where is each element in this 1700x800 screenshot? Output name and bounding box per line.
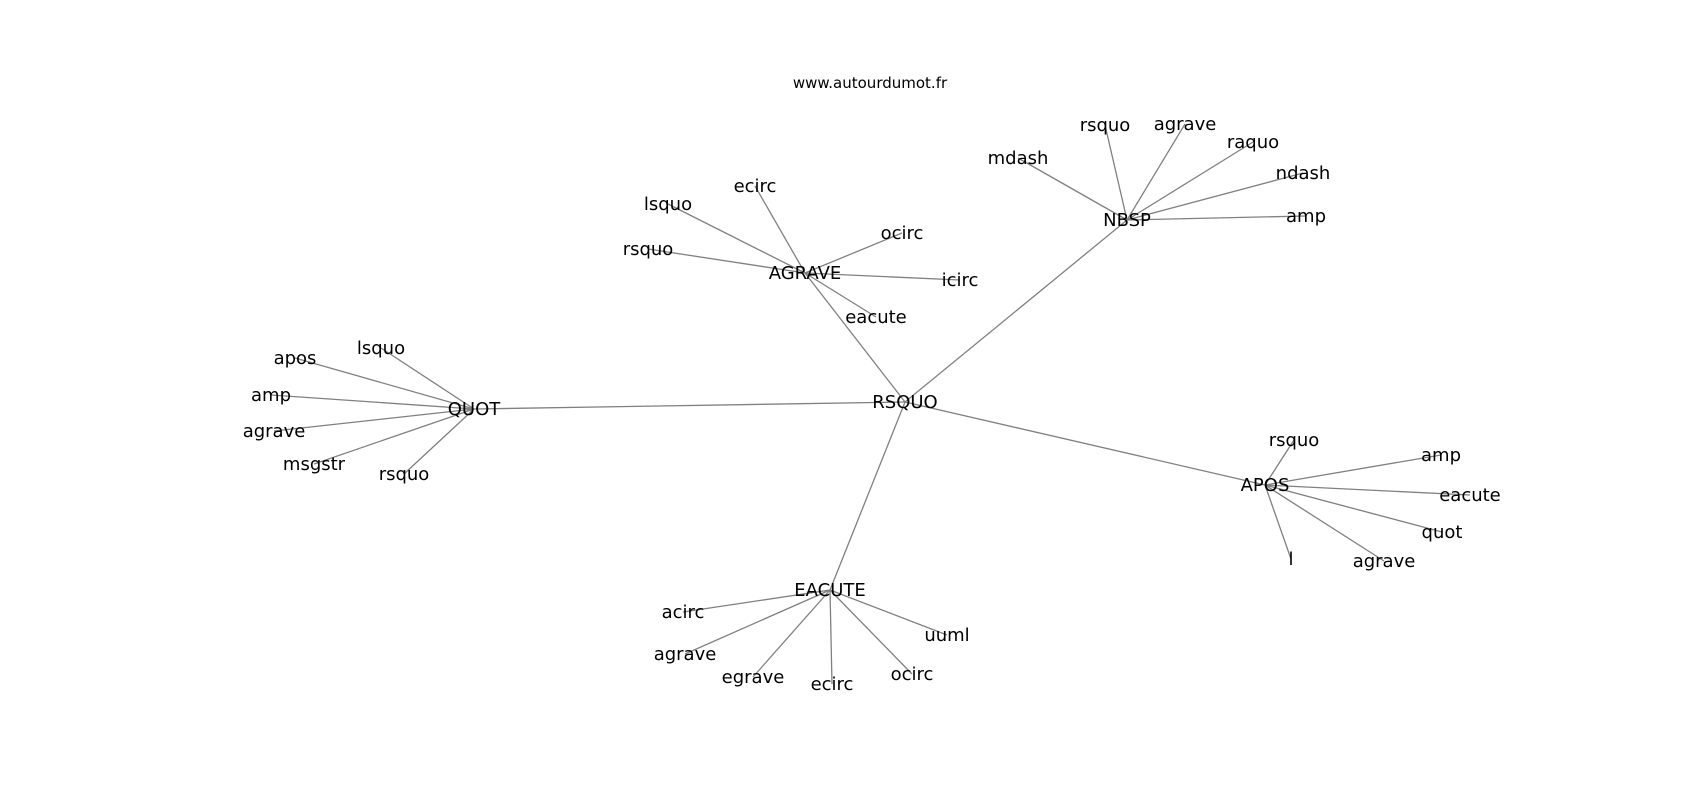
node-leaf-rsquo: rsquo — [379, 464, 430, 485]
edge-agrave-eacute — [804, 272, 877, 318]
node-leaf-agrave: agrave — [1154, 114, 1217, 135]
node-center-apos: APOS — [1241, 475, 1290, 496]
node-leaf-raquo: raquo — [1227, 132, 1279, 153]
edge-eacute-agrave — [684, 589, 831, 655]
node-center-eacute: EACUTE — [794, 580, 865, 601]
node-leaf-agrave: agrave — [1353, 551, 1416, 572]
node-leaf-rsquo: rsquo — [623, 239, 674, 260]
node-leaf-agrave: agrave — [243, 421, 306, 442]
edge-agrave-rsquo — [647, 248, 806, 274]
node-leaf-uuml: uuml — [924, 625, 969, 646]
edge-quot-agrave — [273, 408, 475, 432]
node-center-nbsp: NBSP — [1103, 210, 1151, 231]
edge-eacute-ocirc — [829, 589, 913, 675]
edge-nbsp-mdash — [1017, 157, 1128, 221]
edge-quot-amp — [270, 394, 475, 410]
edge-agrave-ocirc — [804, 232, 903, 274]
node-leaf-quot: quot — [1422, 522, 1463, 543]
node-leaf-ocirc: ocirc — [881, 223, 924, 244]
node-hub: RSQUO — [872, 392, 937, 413]
edge-hub-eacute — [829, 401, 906, 591]
node-leaf-agrave: agrave — [654, 644, 717, 665]
edge-apos-agrave — [1264, 484, 1385, 562]
edge-hub-quot — [473, 401, 906, 410]
node-leaf-mdash: mdash — [988, 148, 1049, 169]
edge-nbsp-ndash — [1126, 172, 1304, 221]
node-leaf-ndash: ndash — [1276, 163, 1331, 184]
edge-agrave-icirc — [804, 272, 961, 281]
edge-layer — [270, 123, 1471, 685]
node-leaf-icirc: icirc — [942, 270, 979, 291]
edge-quot-apos — [294, 357, 475, 410]
node-leaf-eacute: eacute — [1439, 485, 1501, 506]
edge-eacute-acirc — [682, 589, 831, 613]
edge-apos-amp — [1264, 454, 1442, 486]
node-center-agrave: AGRAVE — [769, 263, 842, 284]
node-center-quot: QUOT — [448, 399, 502, 420]
edge-hub-agrave — [804, 272, 906, 403]
node-leaf-lsquo: lsquo — [357, 338, 405, 359]
node-leaf-l: l — [1288, 549, 1293, 570]
edge-nbsp-agrave — [1126, 123, 1186, 221]
node-leaf-ecirc: ecirc — [811, 674, 854, 695]
edge-agrave-ecirc — [754, 185, 806, 274]
node-leaf-apos: apos — [274, 348, 317, 369]
edge-quot-lsquo — [380, 347, 475, 410]
edge-quot-rsquo — [403, 408, 475, 475]
node-leaf-amp: amp — [1421, 445, 1461, 466]
edge-eacute-ecirc — [829, 589, 833, 685]
edge-apos-eacute — [1264, 484, 1471, 496]
node-leaf-rsquo: rsquo — [1080, 115, 1131, 136]
edge-apos-quot — [1264, 484, 1443, 533]
edge-quot-msgstr — [313, 408, 475, 465]
node-leaf-acirc: acirc — [662, 602, 705, 623]
node-leaf-amp: amp — [1286, 206, 1326, 227]
node-leaf-amp: amp — [251, 385, 291, 406]
edge-eacute-egrave — [752, 589, 831, 678]
node-leaf-lsquo: lsquo — [644, 194, 692, 215]
edge-agrave-lsquo — [667, 203, 806, 274]
node-leaf-egrave: egrave — [722, 667, 785, 688]
watermark-text: www.autourdumot.fr — [793, 74, 948, 92]
node-leaf-ecirc: ecirc — [734, 176, 777, 197]
label-layer: RSQUO AGRAVE ecirc lsquo ocirc rsquo icirc eacu… — [243, 114, 1501, 695]
node-leaf-ocirc: ocirc — [891, 664, 934, 685]
edge-eacute-uuml — [829, 589, 948, 636]
edge-hub-nbsp — [904, 219, 1128, 403]
node-leaf-rsquo: rsquo — [1269, 430, 1320, 451]
edge-nbsp-rsquo — [1104, 124, 1128, 221]
edge-apos-l — [1264, 484, 1292, 560]
edge-hub-apos — [904, 401, 1266, 486]
node-leaf-msgstr: msgstr — [283, 454, 346, 475]
edge-nbsp-amp — [1126, 215, 1307, 221]
edge-nbsp-raquo — [1126, 141, 1254, 221]
edge-apos-rsquo — [1264, 439, 1295, 486]
node-leaf-eacute: eacute — [845, 307, 907, 328]
